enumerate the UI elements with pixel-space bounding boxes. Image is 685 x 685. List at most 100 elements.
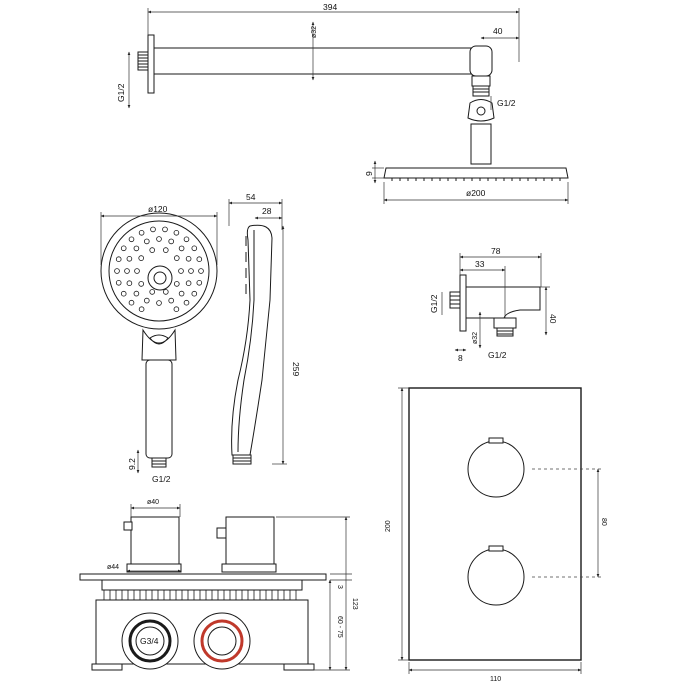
dim-box-depth: 60 - 75: [336, 616, 343, 638]
dim-arm-diameter: ø32: [311, 26, 318, 38]
nozzle: [134, 268, 140, 274]
nozzle: [124, 268, 130, 274]
nozzles: [114, 226, 204, 313]
box-ribs: [103, 590, 297, 600]
nozzle: [115, 256, 122, 263]
nozzle: [168, 297, 175, 304]
dim-outlet-height: 40: [548, 314, 558, 324]
head-connector: [470, 123, 492, 165]
nozzle: [183, 299, 190, 306]
nozzle: [120, 245, 127, 252]
dim-hand-thread: G1/2: [152, 474, 171, 484]
nozzle: [183, 236, 190, 243]
nozzle: [144, 297, 150, 304]
nozzle: [133, 245, 140, 252]
knob-left: [130, 516, 180, 565]
hand-side-thread: [232, 454, 252, 465]
rain-head: 9 ø200: [364, 160, 569, 204]
dim-arm-head-thread: G1/2: [497, 98, 516, 108]
knob-top: [467, 440, 525, 498]
concealed-box: G3/4 ø40 ø44 3 123 60 - 75: [79, 499, 358, 671]
hand-shower-front: ø120 9.2 G1/2: [100, 204, 218, 484]
dim-plate-height: 200: [385, 520, 392, 532]
nozzle: [173, 230, 180, 236]
nozzle: [174, 255, 180, 261]
trim-plate: 80 200 110: [385, 387, 607, 683]
nozzle: [149, 247, 156, 253]
box-top: [101, 579, 303, 591]
outlet-bottom-thread: [496, 327, 514, 337]
nozzle: [191, 290, 198, 297]
arm-elbow: [469, 45, 493, 77]
hand-side-body: [231, 224, 273, 456]
dim-box-inlet: G3/4: [140, 636, 159, 646]
knob-left-tab: [123, 521, 133, 531]
dim-plate-width: 110: [490, 676, 501, 683]
arm-tube: [153, 47, 485, 75]
nozzle: [168, 238, 175, 245]
nozzle: [185, 280, 192, 287]
dim-arm-length: 394: [323, 2, 337, 12]
knob-right-tab: [216, 527, 227, 539]
dim-outlet-diameter: ø32: [472, 332, 479, 344]
nozzle: [120, 290, 127, 297]
mounting-plate: [79, 573, 327, 581]
nozzle: [163, 247, 169, 253]
outlet-stem: [493, 317, 517, 329]
knob-right: [225, 516, 275, 565]
dim-plate-diameter: ø44: [107, 564, 119, 571]
hand-shower-handle: [145, 359, 173, 459]
dim-box-height: 123: [351, 598, 358, 610]
outlet-body: [465, 286, 541, 319]
nozzle: [174, 281, 180, 287]
nozzle: [178, 268, 184, 274]
nozzle: [114, 268, 120, 274]
nozzle: [128, 299, 135, 306]
nozzle: [138, 230, 145, 236]
nozzle: [178, 290, 185, 297]
nozzle: [149, 289, 156, 295]
dim-head-diameter: ø200: [466, 188, 486, 198]
nozzle: [198, 268, 204, 274]
wall-outlet: 78 33 40 G1/2 ø32 8 G1/2: [429, 246, 558, 363]
dim-hand-depth: 54: [246, 192, 256, 202]
dim-plate-thickness: 3: [336, 585, 343, 589]
nozzle: [138, 255, 145, 261]
nozzle: [163, 289, 169, 295]
nozzle: [144, 238, 150, 245]
dim-hand-neck: 9.2: [127, 458, 137, 470]
dim-hand-diameter: ø120: [148, 204, 168, 214]
dim-outlet-base: 8: [458, 353, 463, 363]
shower-arm: 394 ø32 40 G1/2 G1/2: [116, 2, 520, 165]
nozzle: [178, 245, 185, 252]
knob-top-marker: [488, 437, 504, 444]
nozzle: [115, 279, 122, 286]
dim-outlet-offset: 33: [475, 259, 485, 269]
rain-head-body: [383, 167, 569, 179]
knob-bottom-marker: [488, 545, 504, 552]
nozzle: [188, 268, 194, 274]
dim-arm-wall-thread: G1/2: [116, 83, 126, 102]
nozzle: [162, 226, 168, 233]
head-thread: [472, 85, 490, 97]
dim-outlet-width: 78: [491, 246, 501, 256]
dim-hand-top: 28: [262, 206, 272, 216]
nozzle: [196, 256, 203, 263]
dim-outlet-bottom-thread: G1/2: [488, 350, 507, 360]
wall-flange: [147, 34, 155, 94]
hand-shower-thread: [151, 457, 167, 468]
nozzle: [126, 280, 133, 287]
hot-inlet-ring: [200, 619, 244, 663]
nozzle: [173, 306, 180, 313]
dim-head-thickness: 9: [364, 171, 374, 176]
nozzle: [133, 290, 140, 297]
dim-outlet-left-thread: G1/2: [429, 294, 439, 313]
outlet-flange: [459, 274, 467, 332]
nozzle: [138, 306, 145, 313]
center-jet: [147, 265, 173, 291]
nozzle: [191, 245, 198, 252]
trim-plate-outline: [408, 387, 582, 661]
nozzle: [156, 236, 162, 242]
nozzle: [150, 226, 156, 233]
